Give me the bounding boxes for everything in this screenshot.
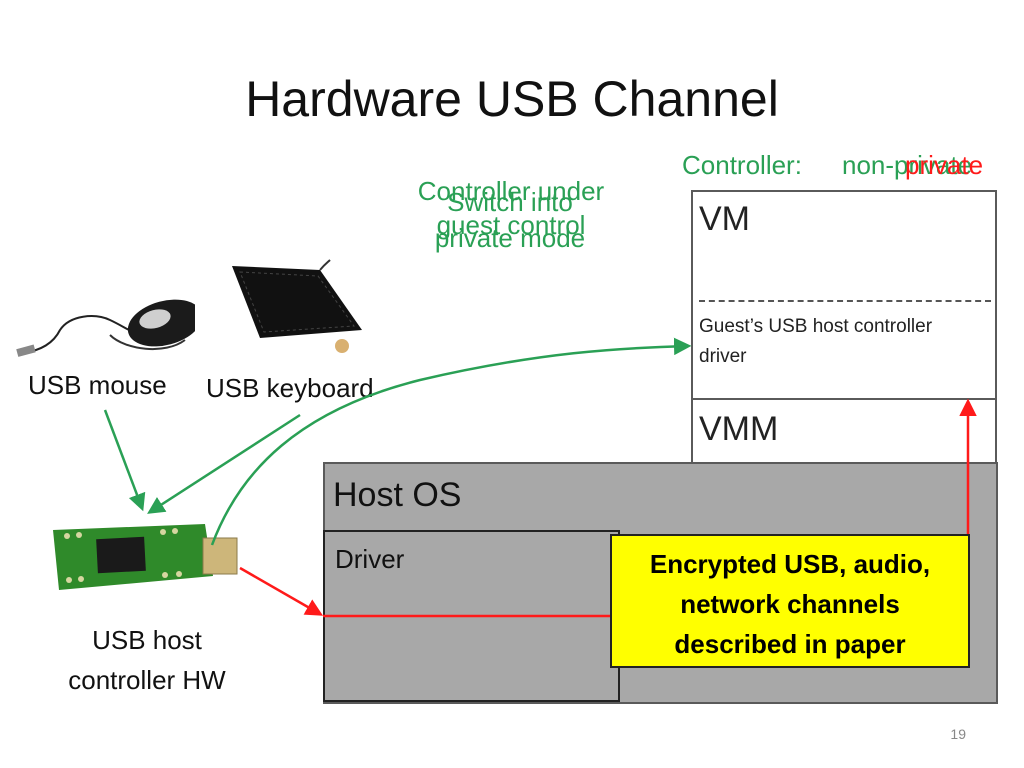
guest-driver-label: Guest’s USB host controller driver bbox=[699, 312, 932, 372]
keyboard-to-controller-arrow bbox=[147, 413, 301, 514]
annotation-line: Switch into bbox=[447, 187, 573, 217]
usb-host-controller-image bbox=[53, 524, 238, 590]
controller-to-driver-arrow bbox=[239, 566, 324, 616]
callout-line: Encrypted USB, audio, bbox=[649, 549, 931, 579]
host-os-label: Host OS bbox=[333, 476, 462, 514]
vmm-label: VMM bbox=[699, 410, 779, 448]
slide-title: Hardware USB Channel bbox=[245, 71, 779, 127]
controller-state-nonprivate: non-private bbox=[842, 150, 973, 180]
controller-state-label: Controller: bbox=[682, 150, 802, 181]
usb-mouse-image bbox=[16, 299, 195, 357]
callout-line: described in paper bbox=[674, 629, 906, 659]
controller-label-line: USB host bbox=[92, 625, 202, 655]
usb-mouse-label: USB mouse bbox=[28, 370, 167, 400]
usb-host-controller-label: USB host controller HW bbox=[47, 620, 247, 700]
encrypted-channels-callout-front: Encrypted USB, audio, network channels d… bbox=[610, 534, 970, 668]
switch-into-private-mode-label: Switch into private mode bbox=[410, 184, 610, 256]
annotation-line: private mode bbox=[434, 223, 586, 253]
controller-state-private: private bbox=[905, 150, 984, 180]
page-number: 19 bbox=[950, 726, 966, 742]
vmm-box: VMM bbox=[691, 398, 997, 468]
callout-line: network channels bbox=[680, 589, 900, 619]
annotation-line: Controller under bbox=[417, 176, 605, 206]
controller-label: Controller: bbox=[682, 150, 802, 180]
usb-keyboard-image bbox=[232, 259, 362, 353]
guest-driver-line: driver bbox=[699, 346, 747, 367]
usb-keyboard-label: USB keyboard bbox=[206, 373, 374, 403]
controller-under-guest-control-label: Controller under guest control bbox=[395, 174, 627, 242]
vm-box: VM Guest’s USB host controller driver bbox=[691, 190, 997, 400]
annotation-line: guest control bbox=[436, 210, 586, 240]
driver-label: Driver bbox=[335, 544, 405, 574]
driver-box: Driver bbox=[323, 530, 620, 702]
controller-label-line: controller HW bbox=[68, 665, 226, 695]
vm-label: VM bbox=[699, 200, 750, 238]
mouse-to-controller-arrow bbox=[103, 409, 146, 512]
guest-driver-line: Guest’s USB host controller bbox=[699, 316, 933, 337]
vm-divider bbox=[699, 300, 991, 302]
